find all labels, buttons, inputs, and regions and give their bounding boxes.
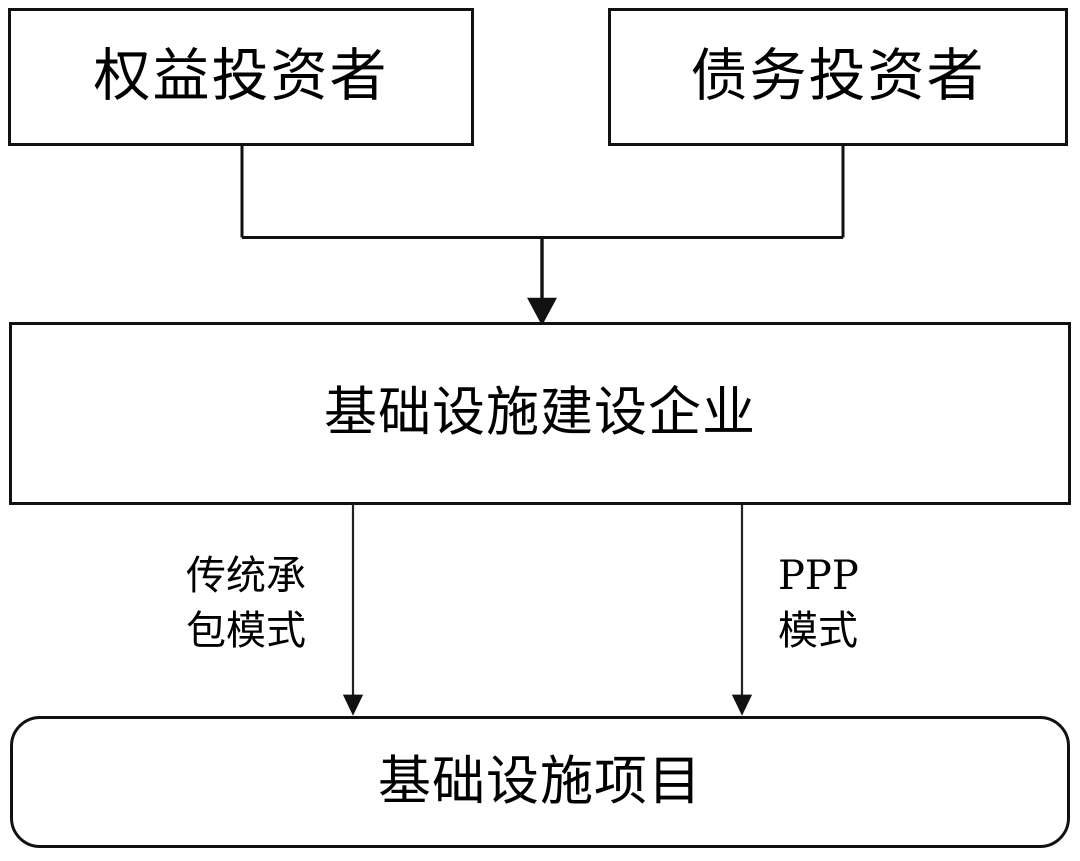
edge-label-traditional-contracting: 传统承 包模式 [186,553,306,655]
node-infrastructure-project-label: 基础设施项目 [378,750,702,812]
node-equity-investors-label: 权益投资者 [93,43,389,110]
node-equity-investors[interactable]: 权益投资者 [8,8,474,146]
edge-label-ppp-mode: PPP 模式 [778,553,859,655]
node-infrastructure-enterprise[interactable]: 基础设施建设企业 [9,322,1071,505]
node-infrastructure-enterprise-label: 基础设施建设企业 [324,382,756,444]
node-debt-investors-label: 债务投资者 [690,43,986,110]
node-infrastructure-project[interactable]: 基础设施项目 [10,716,1070,848]
node-debt-investors[interactable]: 债务投资者 [608,8,1068,146]
